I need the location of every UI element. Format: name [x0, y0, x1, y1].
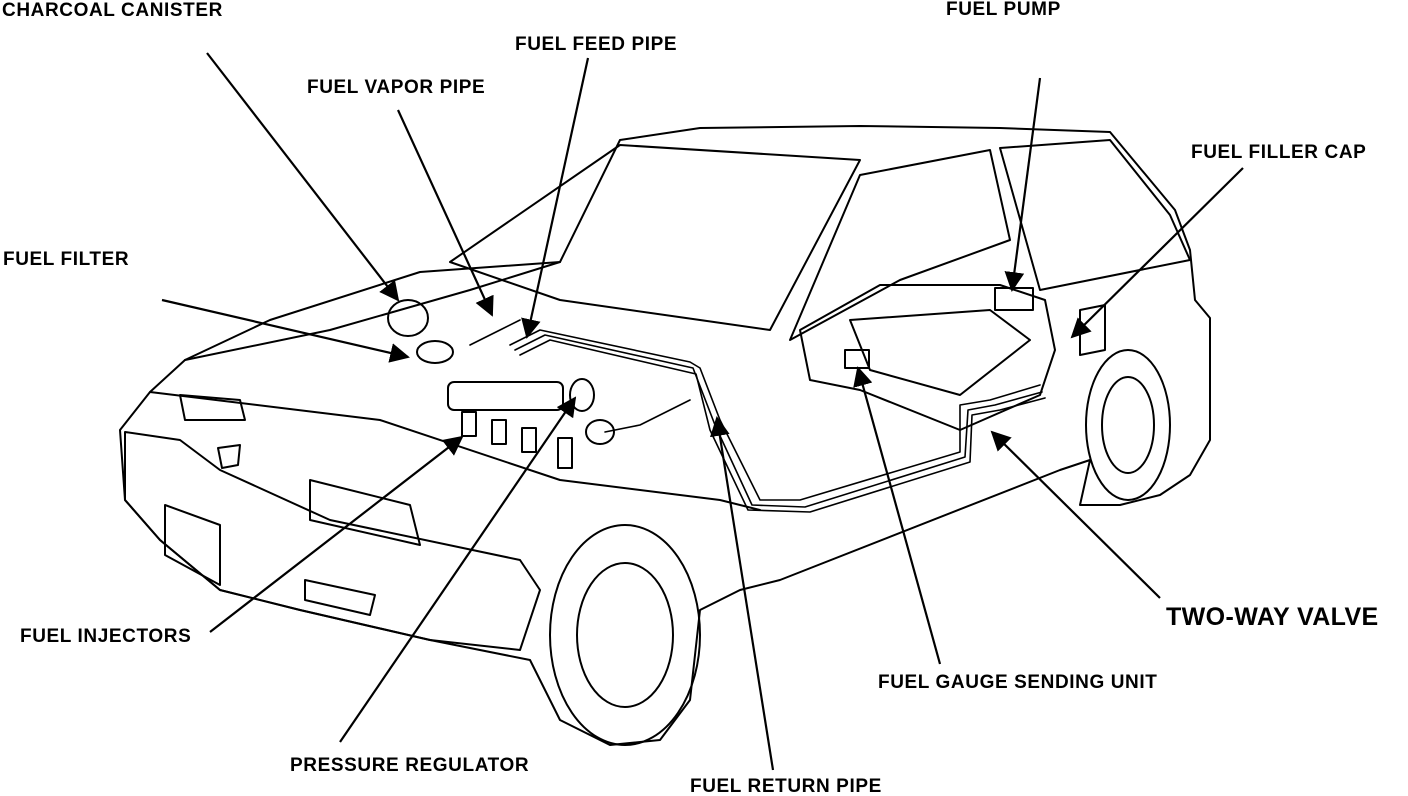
- fuel-pump-assembly: [994, 287, 1034, 311]
- hood-outline: [149, 391, 761, 511]
- leader-fuel-filter: [161, 298, 410, 363]
- leader-fuel-injectors: [209, 435, 464, 633]
- leader-fuel-gauge-sending-unit: [853, 366, 942, 665]
- leader-two-way-valve: [990, 430, 1161, 599]
- car-body-outline: [119, 125, 1211, 746]
- side-window-front: [789, 149, 1011, 341]
- label-fuel-pump: FUEL PUMP: [946, 0, 1061, 20]
- fuel-filter-body: [416, 340, 454, 364]
- label-fuel-vapor-pipe: FUEL VAPOR PIPE: [307, 77, 486, 98]
- leader-fuel-filler-cap: [1070, 167, 1244, 339]
- charcoal-canister-body: [387, 299, 429, 337]
- emblem: [217, 444, 241, 469]
- leader-fuel-feed-pipe: [521, 57, 590, 339]
- label-pressure-regulator: PRESSURE REGULATOR: [290, 755, 530, 776]
- license-plate: [164, 504, 221, 586]
- rear-wheel: [1085, 349, 1171, 501]
- leader-fuel-vapor-pipe: [397, 109, 494, 317]
- label-fuel-filter: FUEL FILTER: [3, 249, 130, 270]
- damper: [585, 419, 615, 445]
- fuel-door: [1079, 304, 1106, 356]
- leader-fuel-return-pipe: [710, 416, 775, 771]
- label-charcoal-canister: CHARCOAL CANISTER: [2, 0, 223, 21]
- leader-pressure-regulator: [339, 396, 577, 743]
- fuel-line-set: [509, 329, 1041, 501]
- label-two-way-valve: TWO-WAY VALVE: [1166, 603, 1379, 631]
- label-fuel-return-pipe: FUEL RETURN PIPE: [690, 776, 882, 796]
- fuel-tank: [799, 284, 1056, 431]
- label-fuel-gauge-sending-unit: FUEL GAUGE SENDING UNIT: [878, 672, 1158, 693]
- label-fuel-feed-pipe: FUEL FEED PIPE: [515, 34, 678, 55]
- label-fuel-filler-cap: FUEL FILLER CAP: [1191, 142, 1367, 163]
- fog-lamp: [304, 579, 376, 616]
- headlight-left: [179, 394, 246, 421]
- windshield: [449, 144, 861, 331]
- pressure-regulator-body: [569, 378, 595, 412]
- fuel-rail: [447, 381, 564, 411]
- front-bumper: [124, 431, 541, 651]
- front-wheel: [549, 524, 701, 746]
- leader-fuel-pump: [1004, 77, 1042, 292]
- side-window-rear: [999, 139, 1191, 291]
- headlight-right: [309, 479, 421, 546]
- label-fuel-injectors: FUEL INJECTORS: [20, 626, 192, 647]
- leader-charcoal-canister: [206, 52, 400, 302]
